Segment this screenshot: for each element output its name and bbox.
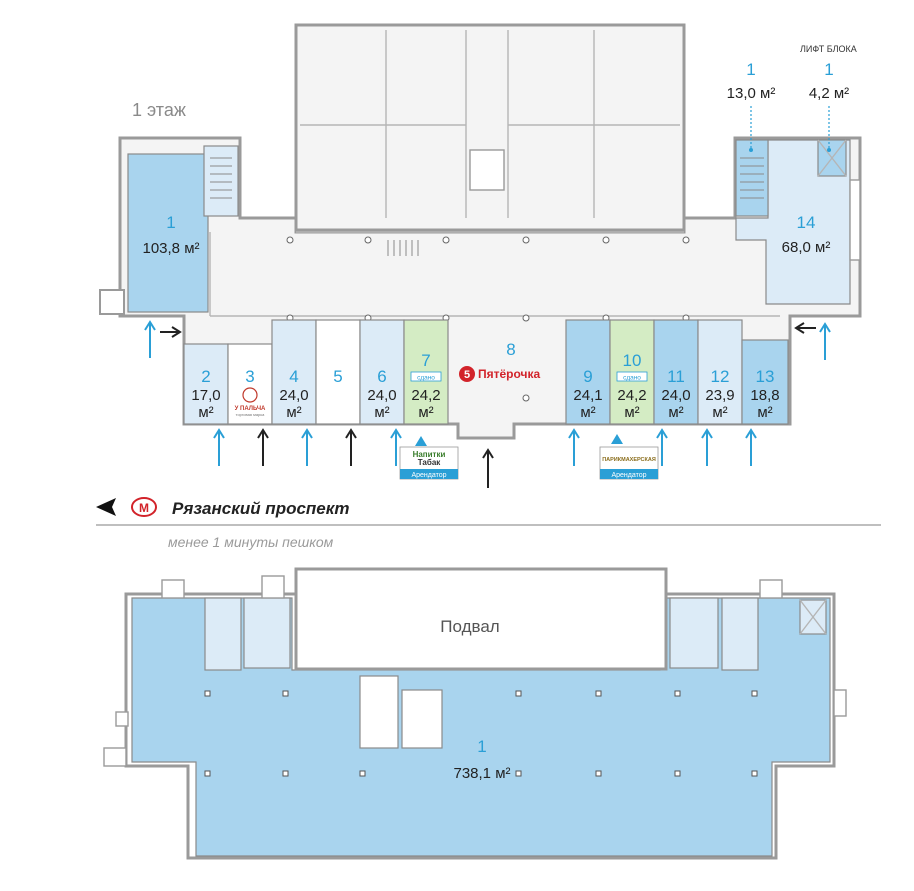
unit-9-area: 24,1 (573, 387, 602, 404)
unit-10-badge: сдано (623, 375, 641, 382)
unit-6-room[interactable] (359, 319, 405, 425)
tenant-1-label: Арендатор (411, 472, 446, 479)
unit-14-area: 68,0 м² (782, 239, 831, 256)
floor1-title: 1 этаж (132, 100, 186, 120)
unit-11-number: 11 (667, 367, 685, 386)
unit-5-number: 5 (333, 367, 342, 386)
tenant-2-line1: ПАРИКМАХЕРСКАЯ (602, 457, 656, 463)
unit-3-number: 3 (245, 367, 254, 386)
lift-caption: ЛИФТ БЛОКА (800, 44, 857, 54)
tenant-1-line2: Табак (418, 458, 442, 467)
basement-plan (103, 567, 847, 860)
metro-icon (131, 497, 157, 517)
unit-6-unit: м² (374, 404, 389, 421)
unit-11-area: 24,0 (661, 387, 690, 404)
tenant-box-1: Напитки Табак Арендатор (399, 436, 459, 480)
pyaterochka-name: Пятёрочка (478, 367, 541, 381)
unit-8-number: 8 (506, 340, 515, 359)
basement-area: 738,1 м² (453, 765, 510, 782)
unit-3-room[interactable] (227, 343, 273, 425)
basement-number: 1 (477, 737, 486, 756)
pyaterochka-logo (459, 366, 475, 382)
unit-12-room[interactable] (697, 319, 743, 425)
unit-11-room[interactable] (653, 319, 699, 425)
unit-12-area: 23,9 (705, 387, 734, 404)
unit-1-room[interactable] (127, 153, 209, 313)
unit-4-area: 24,0 (279, 387, 308, 404)
tenant-box-2: ПАРИКМАХЕРСКАЯ Арендатор (599, 434, 659, 480)
unit-9-room[interactable] (565, 319, 611, 425)
unit-6-number: 6 (377, 367, 386, 386)
street-name: Рязанский проспект (172, 499, 350, 518)
unit-7-area: 24,2 (411, 387, 440, 404)
tenant-1-line1: Напитки (413, 450, 446, 459)
metro-letter: М (139, 501, 149, 515)
walk-time: менее 1 минуты пешком (168, 534, 334, 550)
unit-10-unit: м² (624, 404, 639, 421)
lift2-number: 1 (824, 60, 833, 79)
unit-14-number: 14 (797, 213, 816, 232)
unit-4-unit: м² (286, 404, 301, 421)
unit-13-area: 18,8 (750, 387, 779, 404)
unit-2-unit: м² (198, 404, 213, 421)
unit-9-number: 9 (583, 367, 592, 386)
lift-1-room[interactable] (735, 139, 769, 217)
unit-2-room[interactable] (183, 343, 229, 425)
unit-1-number: 1 (166, 213, 175, 232)
unit-10-area: 24,2 (617, 387, 646, 404)
entrance-arrows (144, 320, 831, 488)
tenant-2-label: Арендатор (611, 472, 646, 479)
unit-10-number: 10 (623, 351, 642, 370)
basement-title: Подвал (440, 617, 499, 636)
street-section: М Рязанский проспект менее 1 минуты пешк… (96, 497, 881, 550)
lift1-area: 13,0 м² (727, 85, 776, 102)
unit-13-unit: м² (757, 404, 772, 421)
unit-9-unit: м² (580, 404, 595, 421)
unit-11-unit: м² (668, 404, 683, 421)
unit-13-room[interactable] (741, 339, 789, 425)
unit-1-area: 103,8 м² (142, 240, 199, 257)
lift1-number: 1 (746, 60, 755, 79)
unit-12-unit: м² (712, 404, 727, 421)
u-palcha-sub: торговая марка (236, 412, 265, 417)
lift2-area: 4,2 м² (809, 85, 849, 102)
unit-13-number: 13 (756, 367, 775, 386)
unit-4-number: 4 (289, 367, 298, 386)
unit-5-room[interactable] (315, 319, 361, 425)
u-palcha-name: У ПАЛЬЧА (235, 406, 266, 412)
left-arrow-icon (96, 498, 116, 516)
unit-7-unit: м² (418, 404, 433, 421)
u-palcha-logo (242, 387, 258, 403)
unit-4-room[interactable] (271, 319, 317, 425)
unit-7-number: 7 (421, 351, 430, 370)
svg-text:5: 5 (464, 369, 470, 381)
unit-12-number: 12 (711, 367, 730, 386)
unit-2-area: 17,0 (191, 387, 220, 404)
basement-room[interactable] (131, 597, 831, 857)
unit-6-area: 24,0 (367, 387, 396, 404)
unit-2-number: 2 (201, 367, 210, 386)
unit-7-badge: сдано (417, 375, 435, 382)
